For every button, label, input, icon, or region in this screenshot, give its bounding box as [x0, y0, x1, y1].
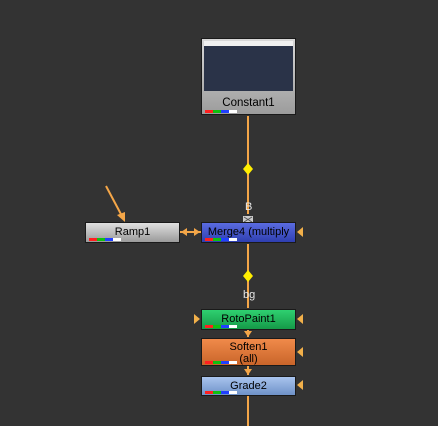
rotopaint1-label: RotoPaint1	[221, 313, 276, 325]
wire-ramp-input[interactable]	[105, 185, 124, 219]
merge-input-b-label: B	[245, 201, 253, 213]
node-merge4[interactable]: Merge4 (multiply	[201, 222, 296, 243]
node-ramp1[interactable]: Ramp1	[85, 222, 180, 243]
constant1-label: Constant1	[222, 97, 275, 109]
roto-input-bg-label: bg	[243, 289, 256, 301]
merge4-label: Merge4 (multiply	[207, 226, 290, 238]
arrow-ramp-out	[181, 228, 187, 236]
constant1-channel-chips	[205, 110, 237, 113]
soften1-channel-chips	[205, 361, 237, 364]
wire-dot-constant[interactable]	[243, 163, 253, 175]
soften1-mask-arrow[interactable]	[297, 347, 303, 357]
grade2-label: Grade2	[230, 380, 267, 392]
grade2-mask-arrow[interactable]	[297, 380, 303, 390]
soften1-label: Soften1	[229, 341, 268, 353]
wire-dot-merge[interactable]	[243, 270, 253, 282]
arrow-into-grade	[244, 369, 252, 375]
ramp1-channel-chips	[89, 238, 121, 241]
constant1-thumbnail	[204, 41, 293, 91]
ramp1-label: Ramp1	[114, 226, 151, 238]
rotopaint1-mask-arrow[interactable]	[297, 314, 303, 324]
node-grade2[interactable]: Grade2	[201, 376, 296, 396]
arrow-into-soften	[244, 331, 252, 337]
node-soften1[interactable]: Soften1 (all)	[201, 338, 296, 366]
rotopaint1-channel-chips	[205, 325, 237, 328]
rotopaint1-side-arrow[interactable]	[194, 314, 200, 324]
merge4-mask-arrow[interactable]	[297, 227, 303, 237]
soften1-sublabel: (all)	[239, 353, 258, 365]
arrow-ramp-input	[117, 212, 125, 222]
arrow-merge-a-in	[194, 228, 200, 236]
grade2-channel-chips	[205, 391, 237, 394]
merge4-channel-chips	[205, 238, 237, 241]
node-rotopaint1[interactable]: RotoPaint1	[201, 309, 296, 330]
node-constant1[interactable]: Constant1	[201, 38, 296, 115]
